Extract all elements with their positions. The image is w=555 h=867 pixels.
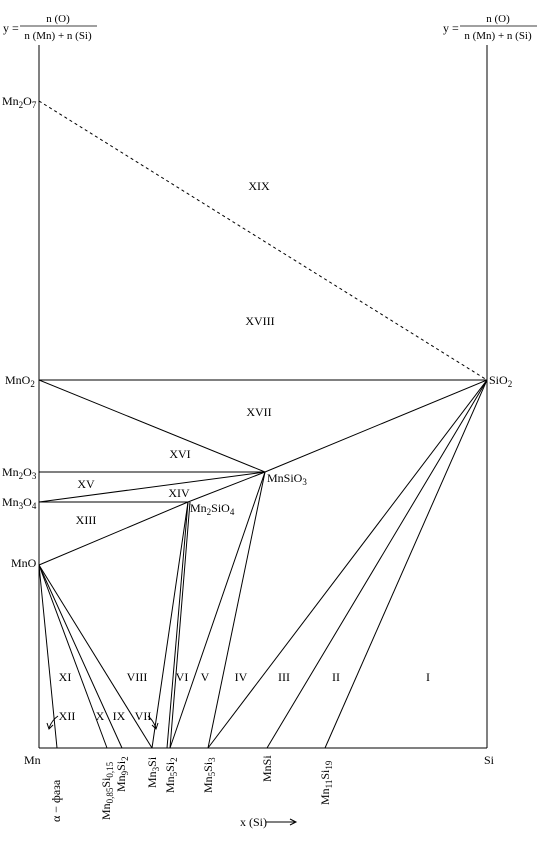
formula-left: y = n (O) n (Mn) + n (Si) — [3, 13, 97, 42]
arrow-vii — [147, 715, 157, 729]
label-mn085si015: Mn0,85Si0,15 — [99, 761, 115, 820]
region-xiv: XIV — [168, 486, 190, 500]
formula-right-lhs: y = — [443, 21, 459, 35]
region-ii: II — [332, 670, 340, 684]
tie-line-mnsio3-mn5si2 — [169, 471, 266, 749]
label-si: Si — [484, 753, 495, 767]
label-mn2sio4: Mn2SiO4 — [190, 501, 235, 517]
label-mn9si2: Mn9Si2 — [114, 756, 130, 792]
region-v: V — [201, 670, 210, 684]
tie-line-mno2-mnsio3 — [38, 379, 266, 473]
region-iv: IV — [235, 670, 248, 684]
label-mn5si3: Mn5Si3 — [201, 757, 217, 793]
tie-line-sio2-mn5si3 — [207, 379, 488, 749]
tie-line-mn2sio4-mn3si — [151, 501, 189, 749]
region-iii: III — [278, 670, 290, 684]
label-mn2o7: Mn2O7 — [2, 94, 37, 110]
tie-line-sio2-mnsio3 — [264, 379, 488, 473]
region-viii: VIII — [127, 670, 148, 684]
region-x: X — [96, 709, 105, 723]
region-xvii: XVII — [246, 405, 271, 419]
label-mn5si2: Mn5Si2 — [163, 757, 179, 793]
tie-line-sio2-mnsi — [266, 379, 488, 749]
tie-line-mno-alpha — [38, 564, 58, 749]
label-mn3si: Mn3Si — [145, 756, 161, 788]
tie-line-mn2sio4-mnsio3 — [187, 471, 266, 503]
label-mno2: MnO2 — [5, 373, 35, 389]
region-xiii: XIII — [76, 513, 97, 527]
x-axis-label: x (Si) — [240, 815, 267, 829]
region-vii: VII — [135, 709, 152, 723]
x-axis-arrow-head — [289, 818, 298, 826]
label-mn3o4: Mn3O4 — [2, 495, 37, 511]
formula-left-numerator: n (O) — [46, 13, 70, 25]
arrow-vii-head — [151, 722, 159, 730]
tie-line-mno-mn085 — [38, 564, 108, 749]
arrow-xii-head — [46, 722, 54, 730]
tie-line-mn2sio4-mn5si2-b — [169, 501, 191, 749]
region-xii: XII — [59, 709, 76, 723]
tie-line-mno-mn3si — [38, 564, 153, 749]
region-xi: XI — [59, 670, 72, 684]
tie-line-mnsio3-mn5si3 — [207, 471, 266, 749]
formula-right-denominator: n (Mn) + n (Si) — [464, 30, 532, 42]
tie-line-sio2-mn11si19 — [324, 379, 488, 749]
label-mn11si19: Mn11Si19 — [318, 760, 334, 805]
label-mnsi: MnSi — [260, 755, 274, 782]
label-alpha-phase: α − фаза — [49, 779, 63, 822]
formula-right: y = n (O) n (Mn) + n (Si) — [443, 13, 537, 42]
tie-line-mno-mn9si2 — [38, 564, 123, 749]
region-xvi: XVI — [169, 447, 190, 461]
arrow-xii — [48, 715, 59, 729]
formula-right-numerator: n (O) — [486, 13, 510, 25]
label-mnsio3: MnSiO3 — [267, 471, 307, 487]
tie-line-mn2o7-sio2 — [38, 100, 488, 381]
region-xviii: XVIII — [245, 314, 274, 328]
region-xv: XV — [77, 477, 95, 491]
tie-line-mno-mn2sio4 — [38, 501, 189, 566]
label-sio2: SiO2 — [489, 373, 512, 389]
label-mn: Mn — [24, 753, 41, 767]
formula-left-denominator: n (Mn) + n (Si) — [24, 30, 92, 42]
label-mn2o3: Mn2O3 — [2, 465, 37, 481]
region-ix: IX — [113, 709, 126, 723]
region-vi: VI — [176, 670, 189, 684]
tie-line-mn3o4-mnsio3 — [38, 471, 266, 503]
region-i: I — [426, 670, 430, 684]
label-mno: MnO — [11, 556, 37, 570]
tie-line-mn2sio4-mn5si2 — [166, 501, 189, 749]
formula-left-lhs: y = — [3, 21, 19, 35]
region-xix: XIX — [248, 179, 270, 193]
